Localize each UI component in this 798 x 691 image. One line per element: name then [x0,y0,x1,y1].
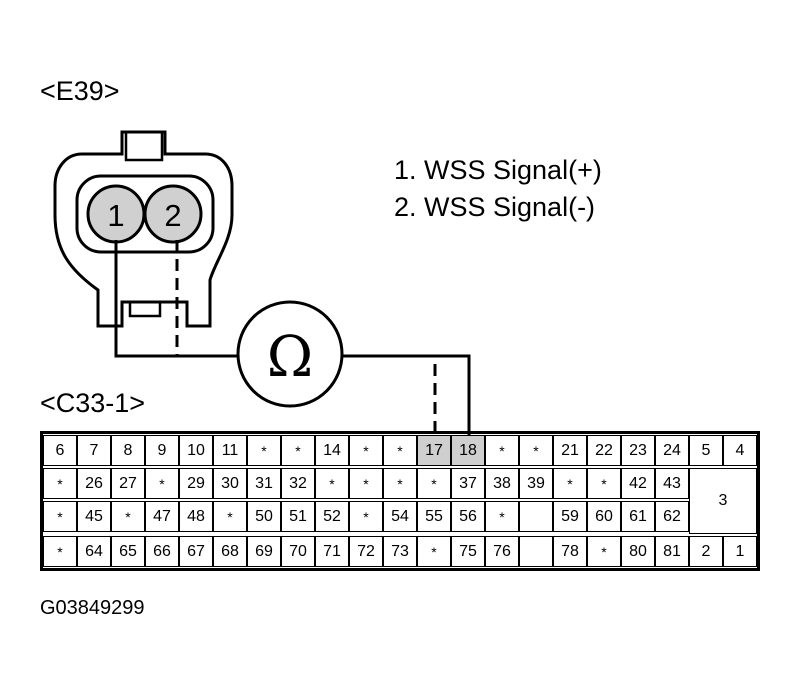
ohmmeter [236,300,344,408]
legend-item-2: 2. WSS Signal(-) [394,192,596,222]
pin-cell-unused: * [485,501,519,532]
pin-cell-4: 4 [723,435,757,466]
pin-cell-3: 3 [689,468,757,534]
legend-item-1: 1. WSS Signal(+) [394,155,602,185]
pin-cell-unused: * [281,435,315,466]
pin-e39-1-label: 1 [107,198,124,233]
pin-cell-unused: * [553,468,587,499]
pin-cell-unused: * [417,536,451,567]
connector-e39-label: <E39> [40,76,120,106]
pin-cell-unused: * [43,536,77,567]
pin-legend: 1. WSS Signal(+) 2. WSS Signal(-) [394,152,602,226]
pin-cell-18: 18 [451,435,485,466]
ohmmeter-symbol: Ω [267,325,313,390]
pin-cell-17: 17 [417,435,451,466]
pin-cell-50: 50 [247,501,281,532]
pin-cell-unused: * [349,468,383,499]
pin-cell-81: 81 [655,536,689,567]
pin-cell-73: 73 [383,536,417,567]
pin-cell-55: 55 [417,501,451,532]
pin-cell-unused: * [315,468,349,499]
pin-cell-61: 61 [621,501,655,532]
pin-cell-42: 42 [621,468,655,499]
pin-cell-23: 23 [621,435,655,466]
connector-c33-label: <C33-1> [40,388,146,418]
pin-cell-unused: * [43,501,77,532]
pin-cell-48: 48 [179,501,213,532]
pin-cell-72: 72 [349,536,383,567]
pin-cell-unused: * [587,468,621,499]
pin-cell-5: 5 [689,435,723,466]
pin-e39-2-label: 2 [164,198,181,233]
pin-cell-67: 67 [179,536,213,567]
pin-cell-unused: * [349,501,383,532]
pin-cell-30: 30 [213,468,247,499]
pin-cell-unused: * [111,501,145,532]
pin-cell-blank [519,501,553,532]
pin-cell-unused: * [417,468,451,499]
pin-cell-unused: * [145,468,179,499]
pin-cell-26: 26 [77,468,111,499]
pin-cell-70: 70 [281,536,315,567]
pin-cell-66: 66 [145,536,179,567]
pin-cell-7: 7 [77,435,111,466]
pin-cell-21: 21 [553,435,587,466]
pin-cell-39: 39 [519,468,553,499]
pin-cell-11: 11 [213,435,247,466]
pin-cell-29: 29 [179,468,213,499]
pin-cell-52: 52 [315,501,349,532]
pin-cell-43: 43 [655,468,689,499]
pin-cell-unused: * [485,435,519,466]
pin-cell-unused: * [519,435,553,466]
pin-cell-54: 54 [383,501,417,532]
pin-cell-47: 47 [145,501,179,532]
pin-cell-8: 8 [111,435,145,466]
pin-cell-38: 38 [485,468,519,499]
pin-cell-32: 32 [281,468,315,499]
pin-cell-65: 65 [111,536,145,567]
pin-cell-69: 69 [247,536,281,567]
pin-cell-51: 51 [281,501,315,532]
pin-cell-60: 60 [587,501,621,532]
pin-cell-59: 59 [553,501,587,532]
pin-cell-2: 2 [689,536,723,567]
pin-cell-31: 31 [247,468,281,499]
pin-cell-62: 62 [655,501,689,532]
pin-cell-unused: * [213,501,247,532]
pin-e39-2 [143,184,203,244]
pin-cell-75: 75 [451,536,485,567]
pin-cell-56: 56 [451,501,485,532]
pin-cell-45: 45 [77,501,111,532]
connector-e39-latch [124,132,164,162]
pin-cell-1: 1 [723,536,757,567]
pin-cell-unused: * [349,435,383,466]
pin-cell-24: 24 [655,435,689,466]
pin-cell-10: 10 [179,435,213,466]
pin-cell-unused: * [383,435,417,466]
connector-c33-frame [40,431,760,571]
figure-id: G03849299 [40,597,145,619]
pin-cell-76: 76 [485,536,519,567]
pin-cell-unused: * [587,536,621,567]
pin-cell-71: 71 [315,536,349,567]
pin-cell-6: 6 [43,435,77,466]
wire-pin1-to-meter [114,240,238,358]
pin-cell-37: 37 [451,468,485,499]
pin-cell-64: 64 [77,536,111,567]
pin-cell-9: 9 [145,435,179,466]
pin-cell-14: 14 [315,435,349,466]
pin-cell-27: 27 [111,468,145,499]
wire-meter-to-pin18 [342,354,471,436]
pin-cell-68: 68 [213,536,247,567]
pin-cell-unused: * [43,468,77,499]
pin-cell-22: 22 [587,435,621,466]
pin-cell-78: 78 [553,536,587,567]
pin-cell-80: 80 [621,536,655,567]
pin-cell-unused: * [247,435,281,466]
pin-cell-unused: * [383,468,417,499]
pin-cell-blank [519,536,553,567]
